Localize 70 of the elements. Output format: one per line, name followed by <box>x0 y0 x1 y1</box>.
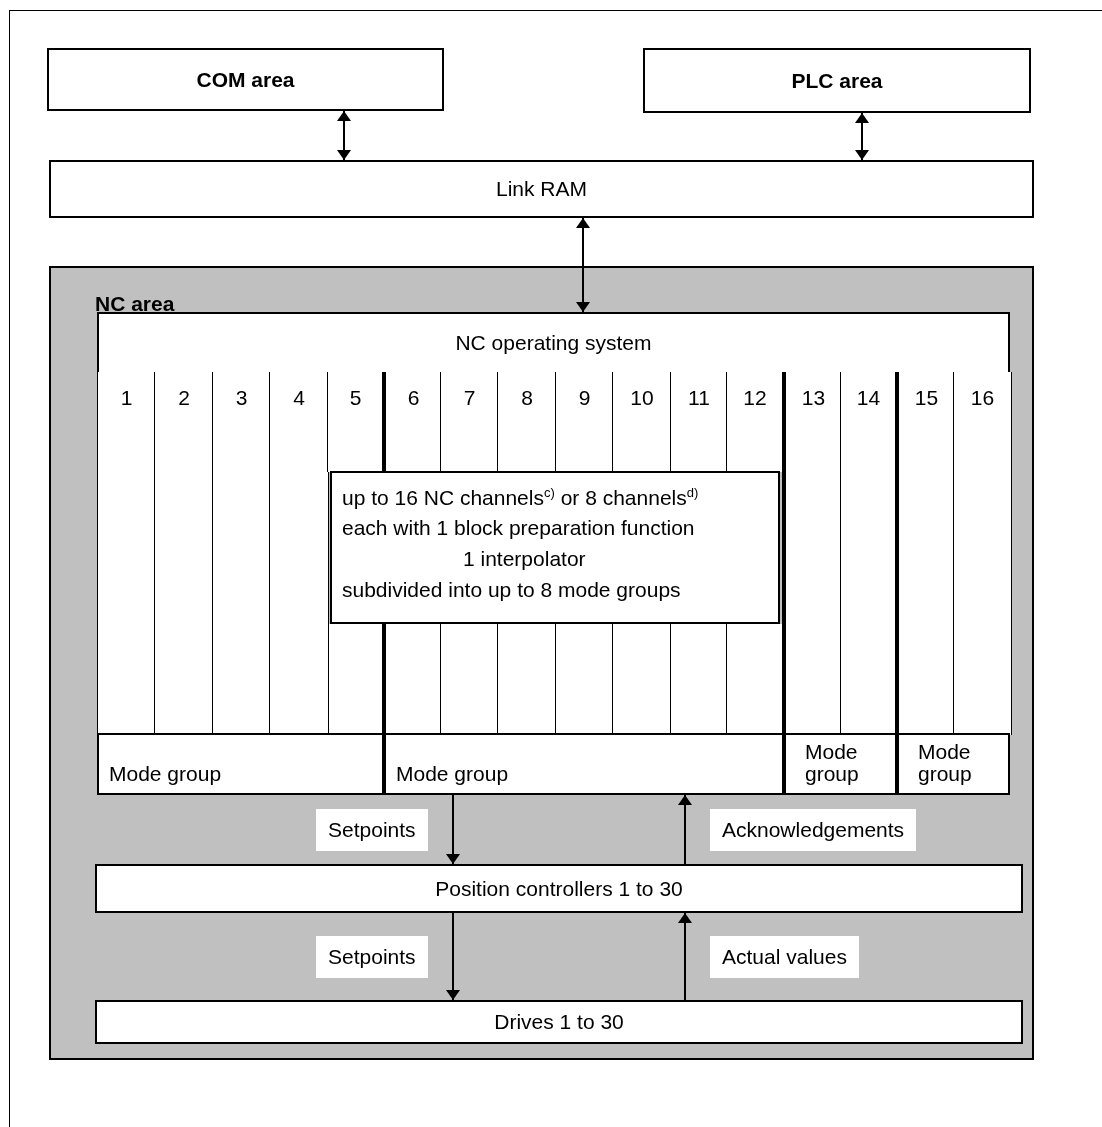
box-label: Drives 1 to 30 <box>493 1010 625 1034</box>
channel-column <box>97 372 156 735</box>
note-box <box>330 471 780 624</box>
controller-box <box>95 864 1023 913</box>
channel-column <box>327 372 384 472</box>
channel-column <box>670 372 728 472</box>
channel-column <box>440 372 499 472</box>
channel-column <box>895 372 955 735</box>
mode-group-box <box>97 733 384 795</box>
channel-number: 5 <box>348 386 363 410</box>
channel-number: 12 <box>742 386 768 410</box>
mode-group-box <box>895 733 1010 795</box>
channel-column <box>497 372 557 472</box>
channel-number: 11 <box>687 386 711 410</box>
channel-column <box>269 372 329 735</box>
system-box <box>97 312 1010 374</box>
channel-column <box>382 372 442 472</box>
channel-column <box>782 372 842 735</box>
arrow <box>680 912 690 1001</box>
channel-column <box>953 372 1012 735</box>
arrow <box>857 112 867 161</box>
channel-number: 15 <box>913 386 940 410</box>
box-label: Position controllers 1 to 30 <box>434 876 684 901</box>
channel-number: 3 <box>234 386 249 410</box>
channel-column <box>840 372 897 735</box>
group-label: Mode group <box>918 741 973 785</box>
mode-group-box <box>382 733 784 795</box>
edge-label: Actual values <box>710 935 859 978</box>
arrow <box>448 912 458 1001</box>
group-label: Mode group <box>805 741 860 785</box>
panel-title: NC area <box>95 292 175 316</box>
channel-number: 16 <box>969 386 996 410</box>
channel-column <box>726 372 784 472</box>
note-text: 1 interpolator <box>463 547 586 571</box>
box-label: COM area <box>195 67 296 92</box>
channel-number: 7 <box>462 386 477 410</box>
group-label: Mode group <box>109 762 222 786</box>
edge-label: Acknowledgements <box>710 808 917 851</box>
note-text: subdivided into up to 8 mode groups <box>342 578 681 602</box>
channel-column <box>212 372 271 735</box>
channel-column <box>154 372 214 735</box>
mode-group-box <box>782 733 897 795</box>
channel-column <box>612 372 672 472</box>
area-box <box>643 48 1031 113</box>
channel-number: 4 <box>292 386 306 410</box>
channel-number: 1 <box>119 386 134 410</box>
drive-box <box>95 1000 1023 1044</box>
channel-number: 9 <box>577 386 592 410</box>
arrow <box>448 794 458 865</box>
channel-number: 2 <box>177 386 191 410</box>
note-text: up to 16 NC channels$^{c)}$ or 8 channels$^{d)}$ <box>342 485 699 510</box>
area-panel <box>49 266 1034 1060</box>
note-text: each with 1 block preparation function <box>342 516 695 540</box>
channel-number: 6 <box>406 386 421 410</box>
arrow <box>578 217 588 313</box>
arrow <box>339 110 349 161</box>
edge-label: Setpoints <box>316 935 428 978</box>
channel-column <box>555 372 614 472</box>
box-label: NC operating system <box>454 331 653 355</box>
box-label: PLC area <box>790 68 884 93</box>
box-label: Link RAM <box>495 177 588 201</box>
channel-number: 14 <box>855 386 882 410</box>
area-box <box>47 48 444 111</box>
group-label: Mode group <box>396 762 509 786</box>
channel-number: 13 <box>800 386 827 410</box>
edge-label: Setpoints <box>316 808 428 851</box>
channel-number: 8 <box>520 386 534 410</box>
channel-number: 10 <box>629 386 655 410</box>
memory-box <box>49 160 1034 218</box>
arrow <box>680 794 690 865</box>
